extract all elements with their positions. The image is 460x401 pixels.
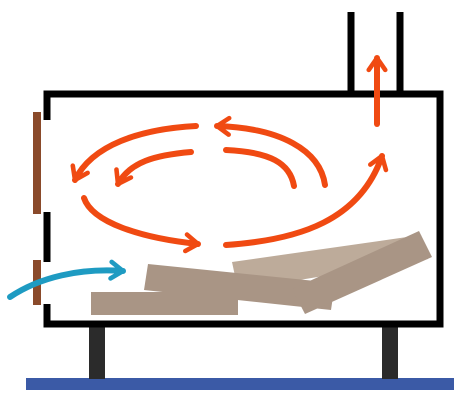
firewood-logs (91, 231, 432, 315)
log-back-right (232, 235, 428, 290)
flame-flow-swirl-icon (70, 115, 389, 254)
stove-body-outline (43, 90, 444, 328)
log-middle (144, 264, 335, 310)
floor-line (26, 378, 454, 390)
upper-door-panel (33, 112, 41, 214)
air-inlet-arrow-icon (7, 259, 126, 300)
log-leaning-right (292, 231, 432, 314)
stove-leg-left (89, 325, 105, 379)
stove-leg-right (382, 325, 398, 379)
log-front-bottom (91, 292, 238, 315)
flow-arrow-top-outer (70, 123, 199, 183)
flow-arrow-inner-left (114, 149, 194, 187)
flow-arrow-inner-right (223, 147, 297, 189)
flow-arrow-left-lower (81, 195, 201, 254)
flow-arrow-right-top (214, 115, 328, 188)
chimney-icon (347, 12, 404, 94)
flow-arrow-bottom-right (223, 153, 389, 248)
